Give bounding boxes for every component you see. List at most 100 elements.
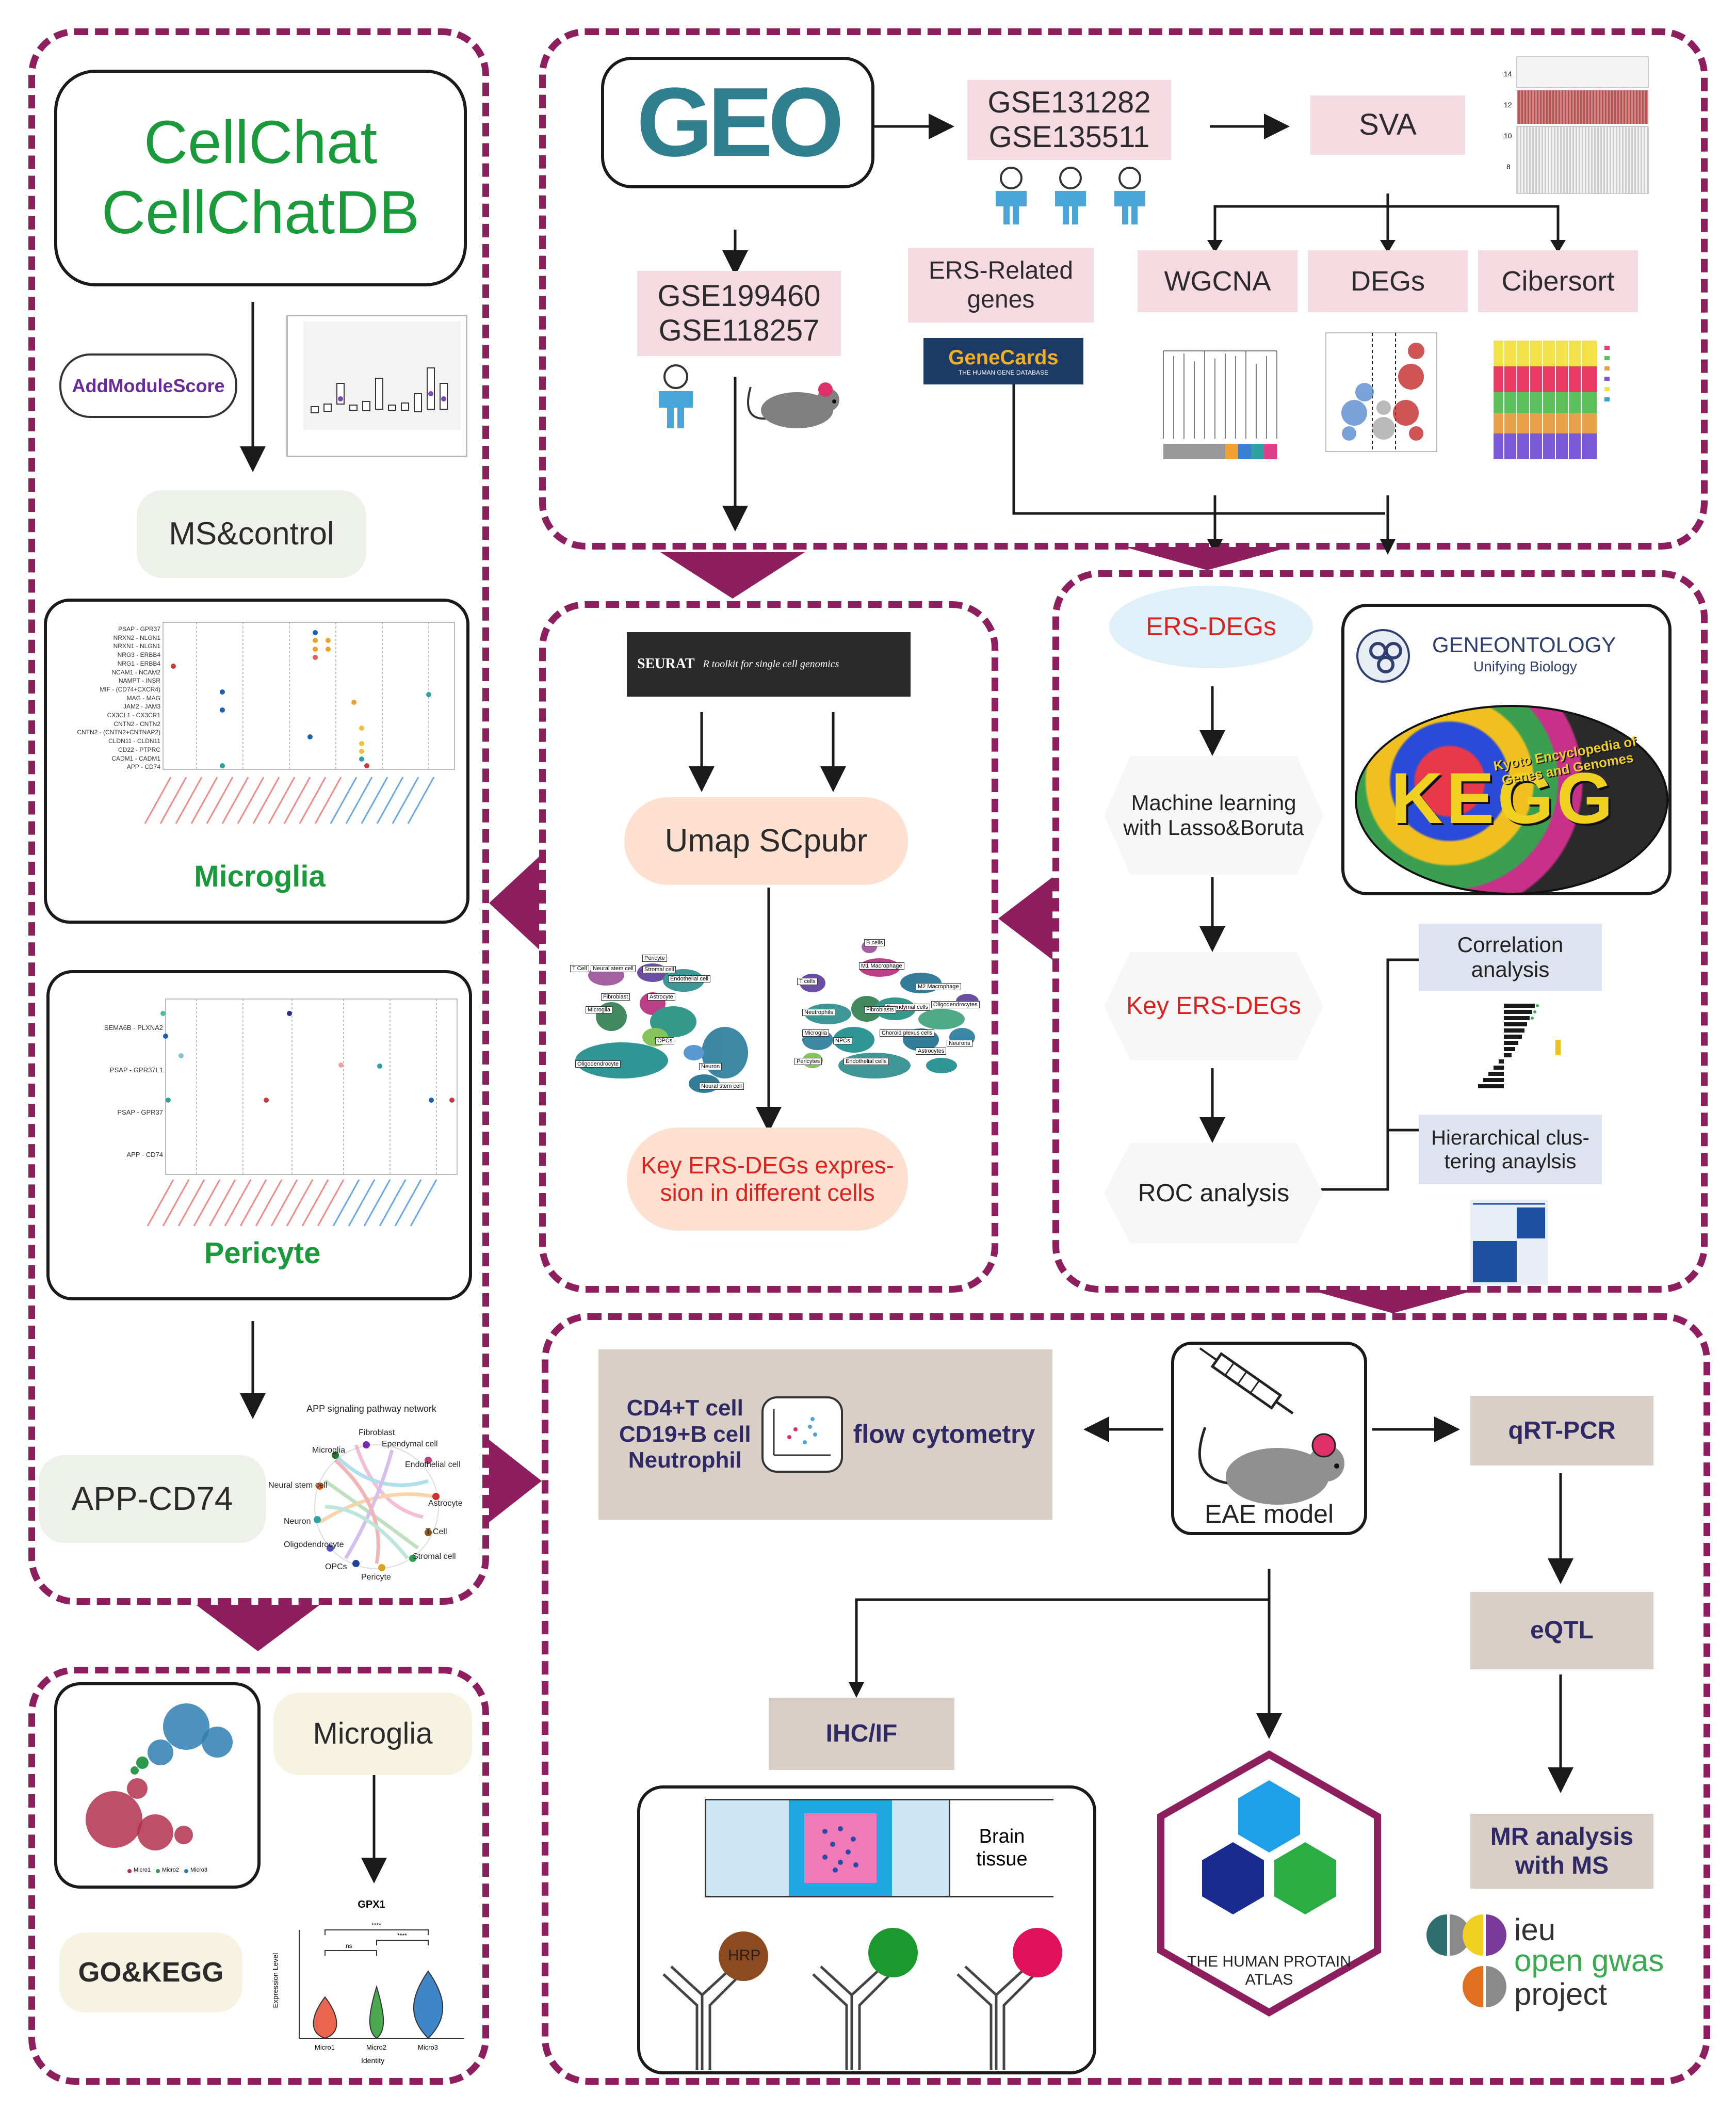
eae-mouse-graphic (1198, 1347, 1344, 1505)
gse-left-box: GSE199460 GSE118257 (637, 271, 841, 356)
microglia-dot-grid (144, 622, 455, 824)
mr-line1: MR analysis (1490, 1823, 1634, 1851)
gse135511-label: GSE135511 (988, 120, 1150, 154)
umap-2-graphic (800, 941, 979, 1078)
umap2-label: M2 Macrophage (916, 983, 961, 990)
app-network-title: APP signaling pathway network (306, 1404, 436, 1414)
umap-legend-label: Micro1 (134, 1867, 151, 1873)
network-node-label: T Cell (426, 1527, 447, 1536)
cellchatdb-title: CellChatDB (101, 179, 420, 247)
go-kegg-box: GO&KEGG (59, 1932, 242, 2012)
network-node-label: Astrocyte (428, 1499, 463, 1508)
flow-cytometry-box: CD4+T cell CD19+B cell Neutrophil flow c… (598, 1349, 1052, 1520)
mr-analysis-box: MR analysis with MS (1470, 1814, 1653, 1889)
ers-degs-ellipse: ERS-DEGs (1109, 586, 1313, 668)
hier-line2: tering anaylsis (1444, 1150, 1577, 1173)
degs-box: DEGs (1308, 250, 1468, 312)
brain-line2: tissue (976, 1848, 1028, 1870)
umap2-label: Astrocytes (916, 1048, 947, 1055)
go-circles-icon (1355, 627, 1427, 684)
violin-title: GPX1 (358, 1899, 385, 1910)
boxplot-thumbnail (286, 315, 467, 457)
umap-micro-box: Micro1 Micro2 Micro3 (54, 1682, 261, 1889)
ms-control-box: MS&control (137, 490, 366, 578)
go-logo-subtitle: Unifying Biology (1473, 658, 1577, 674)
ligand-receptor-pair: CD22 - PTPRC (118, 746, 160, 753)
qrt-pcr-box: qRT-PCR (1470, 1396, 1653, 1465)
key-ers-degs-hex: Key ERS-DEGs (1104, 952, 1323, 1060)
human-icon-group (996, 167, 1145, 224)
tissue-sample (789, 1800, 892, 1896)
go-kegg-logo-box: GENEONTOLOGY Unifying Biology KEGG Kyoto… (1341, 604, 1672, 895)
umap2-label: Endothelial cells (843, 1058, 889, 1065)
geo-logo: GEO (636, 68, 844, 178)
violin-sig-label: **** (397, 1932, 407, 1939)
correlation-plot-thumbnail (1426, 998, 1576, 1102)
ligand-receptor-pair: CADM1 - CADM1 (111, 754, 160, 762)
hpa-label-line1: THE HUMAN PROTAIN (1187, 1953, 1351, 1970)
gse-top-box: GSE131282 GSE135511 (967, 80, 1171, 160)
umap2-label: Neutrophils (802, 1009, 835, 1016)
umap1-label: Pericyte (642, 955, 667, 962)
ligand-receptor-pair: CNTN2 - (CNTN2+CNTNAP2) (77, 729, 160, 736)
violin-plot: GPX1 Expression Level ns **** **** Micro… (268, 1899, 475, 2069)
ligand-receptor-pair: NAMPT - INSR (118, 677, 160, 685)
panel-seurat (539, 601, 998, 1293)
eqtl-box: eQTL (1470, 1592, 1653, 1669)
heatmap-graphic (1470, 1200, 1548, 1285)
ligand-receptor-pair: PSAP - GPR37 (118, 625, 160, 633)
correlation-analysis-box: Correlation analysis (1419, 924, 1602, 991)
ligand-receptor-pair: CX3CL1 - CX3CR1 (107, 712, 160, 719)
umap-legend-label: Micro2 (162, 1867, 180, 1873)
mr-line2: with MS (1515, 1851, 1609, 1879)
kegg-letters: KEGG (1391, 758, 1616, 839)
flow-cytometry-label: flow cytometry (853, 1420, 1035, 1449)
violin-group-label: Micro2 (366, 2043, 387, 2051)
key-ers-expression-box: Key ERS-DEGs expres- sion in different c… (627, 1128, 908, 1231)
panel-ml (1052, 570, 1708, 1293)
network-node-label: Pericyte (361, 1573, 391, 1582)
umap1-label: T Cell (570, 965, 589, 972)
umap2-label: Ependymal cells (885, 1004, 931, 1011)
open-gwas-text: open gwas (1514, 1943, 1664, 1978)
umap1-label: Fibroblast (601, 993, 630, 1001)
ligand-receptor-pair: MIF - (CD74+CXCR4) (100, 685, 160, 693)
ieu-icon-graphic (1426, 1914, 1506, 2007)
sva-tick: 10 (1504, 132, 1512, 140)
hier-line1: Hierarchical clus- (1431, 1126, 1589, 1149)
umap1-label: OPCs (655, 1037, 675, 1044)
flow-scatter-graphic (773, 1409, 831, 1456)
ligand-receptor-pair: APP - CD74 (126, 1151, 163, 1158)
volcano-graphic (1325, 332, 1437, 452)
cd4-t-cell-label: CD4+T cell (626, 1395, 743, 1421)
seurat-logo: SEURAT (637, 656, 695, 672)
ligand-receptor-pair: CLDN11 - CLDN11 (108, 737, 160, 745)
eae-model-box: EAE model (1171, 1342, 1367, 1535)
human-mouse-graphic (659, 364, 839, 428)
panel-geo (539, 28, 1708, 550)
machine-line2: with Lasso&Boruta (1123, 815, 1304, 840)
hpa-label-line2: ATLAS (1245, 1971, 1293, 1988)
ieu-text: ieu (1514, 1912, 1556, 1947)
cellchat-box: CellChat CellChatDB (54, 70, 467, 286)
ligand-receptor-pair: MAG - MAG (126, 694, 160, 702)
umap1-label: Stromal cell (642, 966, 676, 973)
app-network: APP signaling pathway network Fibroblast… (268, 1404, 469, 1589)
umap-legend-label: Micro3 (190, 1867, 208, 1873)
umap-scpubr-box: Umap SCpubr (624, 797, 908, 885)
network-node-label: Endothelial cell (405, 1460, 461, 1469)
ers-genes-line2: genes (967, 285, 1035, 313)
hpa-graphic (1157, 1750, 1381, 2017)
human-mouse-icons (647, 361, 854, 431)
genecards-name: GeneCards (948, 346, 1059, 369)
antibody-graphics (662, 1928, 1062, 2070)
ligand-receptor-pair: NCAM1 - NCAM2 (111, 668, 160, 676)
geo-logo-box: GEO (601, 57, 874, 188)
wgcna-box: WGCNA (1138, 250, 1297, 312)
eae-model-label: EAE model (1204, 1500, 1334, 1528)
umap1-label: Endothelial cell (668, 975, 710, 982)
key-expr-line1: Key ERS-DEGs expres- (641, 1152, 894, 1179)
